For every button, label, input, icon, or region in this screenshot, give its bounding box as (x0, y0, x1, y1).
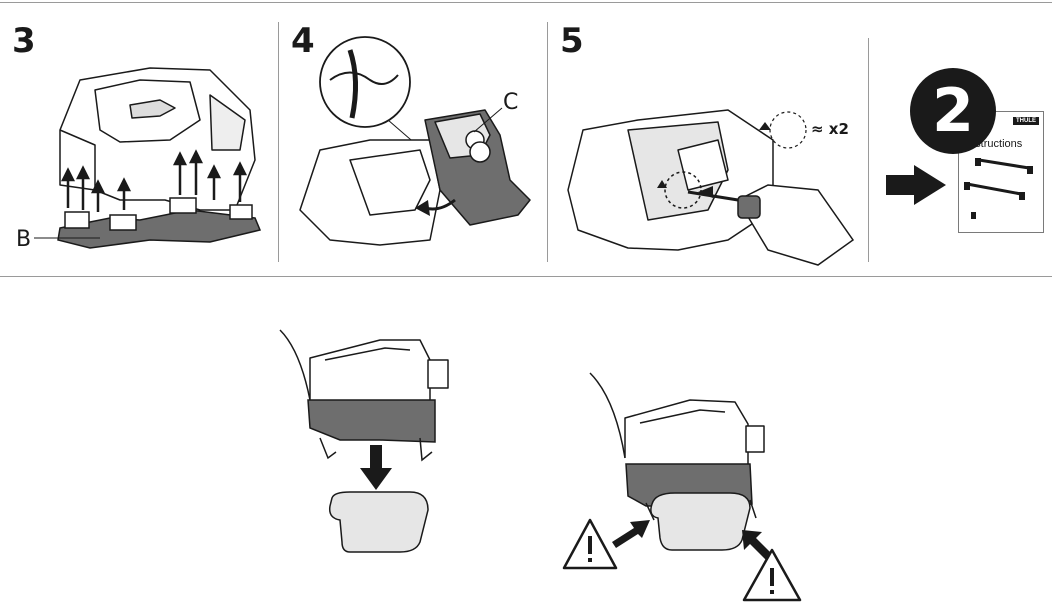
magnifier-circle (319, 36, 426, 153)
panel-divider-3 (868, 38, 869, 262)
middle-rule (0, 276, 1052, 277)
panel-divider-1 (278, 22, 279, 262)
step-3-illustration (34, 67, 262, 249)
instructions-card: THULE Instructions (958, 111, 1044, 233)
down-arrow-icon (360, 445, 392, 490)
pad-fitted-illustration (562, 372, 802, 602)
top-rule (0, 2, 1052, 3)
next-step-badge: 2 (910, 68, 996, 154)
warning-icon (742, 548, 802, 602)
brand-logo: THULE (1013, 117, 1039, 125)
step-3-number: 3 (12, 21, 36, 61)
roof-bar-icon (964, 158, 1033, 219)
tool-and-hand (664, 171, 855, 266)
callout-c: C (503, 90, 519, 115)
right-arrow-icon (886, 165, 946, 205)
pad-install-illustration (274, 319, 449, 553)
panel-divider-2 (547, 22, 548, 262)
up-arrows (60, 149, 248, 212)
step-5-number: 5 (560, 21, 584, 61)
repeat-count: ≈ x2 (811, 120, 849, 138)
step-4-illustration (299, 36, 531, 246)
callout-b: B (16, 227, 32, 252)
step-4-number: 4 (291, 21, 315, 61)
step-5-illustration (567, 109, 855, 266)
rotate-arrow-icon (759, 111, 807, 149)
warning-icon (562, 518, 618, 570)
right-arrow-icon (612, 520, 650, 548)
